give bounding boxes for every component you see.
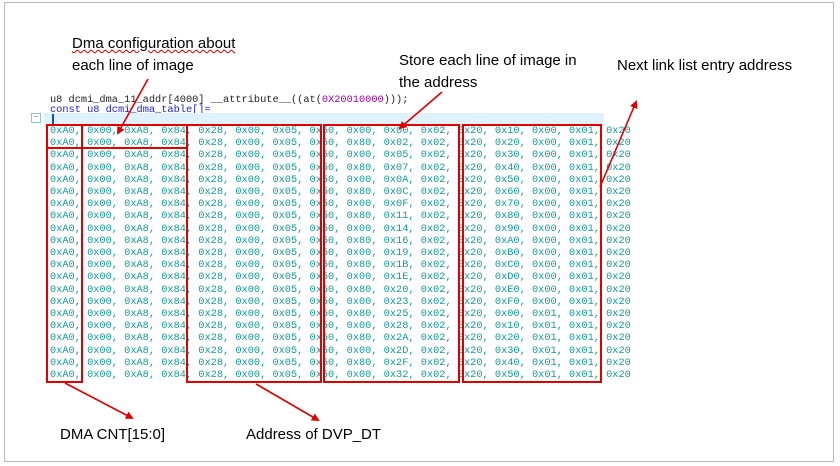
address-dvp-arrow (255, 383, 320, 422)
decl-address: 0X20010000 (321, 94, 384, 106)
table-row: 0xA0, 0x00, 0xA8, 0x84, 0x28, 0x00, 0x05… (50, 173, 631, 186)
first-row-highlight-box (46, 124, 188, 149)
table-row: 0xA0, 0x00, 0xA8, 0x84, 0x28, 0x00, 0x05… (50, 295, 631, 308)
store-line1: Store each line of image in (399, 52, 577, 69)
const-keyword: const (50, 104, 81, 116)
store-address-arrow (398, 91, 443, 130)
dma-cnt-column-box (46, 124, 83, 383)
table-row: 0xA0, 0x00, 0xA8, 0x84, 0x28, 0x00, 0x05… (50, 283, 631, 296)
code-table-decl-line: const u8 dcmi_dma_table[]= (50, 104, 211, 116)
table-row: 0xA0, 0x00, 0xA8, 0x84, 0x28, 0x00, 0x05… (50, 344, 631, 357)
dma-cnt-label: DMA CNT[15:0] (60, 426, 166, 443)
next-link-column-box (462, 124, 602, 383)
dma-config-label: Dma configuration about each line of ima… (72, 33, 235, 77)
dma-config-line1: Dma configuration about (72, 35, 236, 52)
store-address-column-box (323, 124, 460, 383)
table-decl-rest: u8 dcmi_dma_table[]= (80, 104, 211, 116)
dma-cnt-arrow (64, 382, 134, 419)
table-row: 0xA0, 0x00, 0xA8, 0x84, 0x28, 0x00, 0x05… (50, 186, 631, 198)
next-link-arrow (599, 100, 638, 188)
address-dvp-label: Address of DVP_DT (246, 426, 382, 443)
dma-config-arrow (117, 78, 149, 135)
store-line-label: Store each line of image in the address (399, 50, 577, 94)
figure-frame (4, 2, 834, 462)
store-line2: the address (399, 74, 478, 91)
text-caret (52, 114, 54, 124)
table-row: 0xA0, 0x00, 0xA8, 0x84, 0x28, 0x00, 0x05… (50, 247, 631, 259)
decl-suffix: ))); (383, 94, 409, 106)
next-link-label: Next link list entry address (617, 57, 793, 74)
table-row: 0xA0, 0x00, 0xA8, 0x84, 0x28, 0x00, 0x05… (50, 308, 631, 320)
fold-marker-icon[interactable]: − (31, 113, 41, 123)
dma-config-line2: each line of image (72, 57, 194, 74)
current-line-highlight (44, 113, 604, 125)
table-row: 0xA0, 0x00, 0xA8, 0x84, 0x28, 0x00, 0x05… (50, 259, 631, 272)
dvp-address-column-box (186, 124, 322, 383)
